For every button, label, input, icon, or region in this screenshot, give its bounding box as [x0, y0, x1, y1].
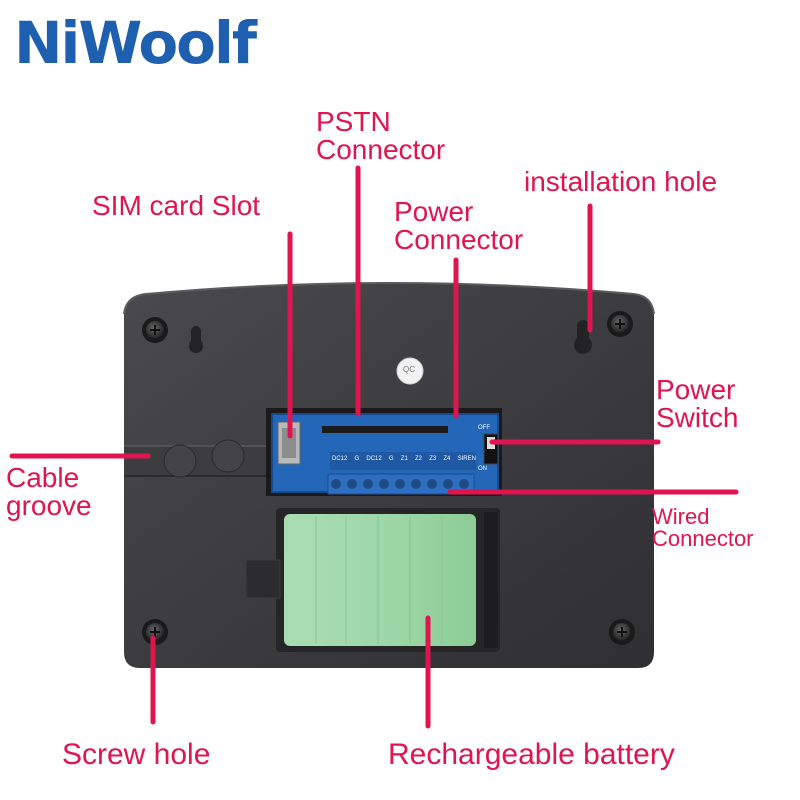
rechargeable-battery: [284, 514, 476, 646]
terminal-label: Z4: [443, 456, 451, 462]
brand-logo: NiWoolf: [14, 9, 257, 77]
label-wired-line1: Wired: [652, 504, 710, 529]
label-power-switch-line2: Switch: [656, 402, 739, 433]
label-pstn-line1: PSTN: [316, 106, 391, 137]
terminal-label: G: [388, 456, 394, 462]
label-pstn-connector: PSTN Connector: [316, 108, 445, 164]
label-power-switch: Power Switch: [656, 376, 738, 432]
cable-groove: [124, 439, 266, 478]
label-power-connector-line2: Connector: [394, 224, 524, 255]
installation-hole-left: [189, 326, 203, 353]
label-installation-hole: installation hole: [524, 166, 718, 197]
label-cable-groove: Cable groove: [6, 464, 92, 520]
screw-hole-top-left: [142, 317, 168, 343]
screw-hole-bottom-left: [142, 619, 168, 645]
label-rechargeable-battery: Rechargeable battery: [388, 738, 675, 771]
label-pstn-line2: Connector: [316, 134, 446, 165]
screw-hole-top-right: [607, 311, 633, 337]
pstn-header: [322, 426, 448, 433]
terminal-label: Z1: [400, 456, 408, 462]
screw-hole-bottom-right: [609, 619, 635, 645]
terminal-label: Z2: [414, 456, 422, 462]
qc-sticker-text: QC: [403, 365, 415, 374]
terminal-labels: DC12 G DC12 G Z1 Z2 Z3 Z4 SIREN: [332, 456, 476, 468]
installation-hole-right: [574, 320, 592, 354]
terminal-label: G: [354, 456, 360, 462]
switch-on-label: ON: [478, 466, 487, 472]
wired-connector-block: [327, 473, 475, 495]
label-power-connector: Power Connector: [394, 198, 523, 254]
label-screw-hole: Screw hole: [62, 738, 211, 771]
qc-sticker: [396, 357, 424, 385]
terminal-label: Z3: [429, 456, 437, 462]
label-cable-line1: Cable: [6, 462, 80, 493]
terminal-label: SIREN: [457, 456, 476, 462]
terminal-label: DC12: [366, 456, 382, 462]
label-power-connector-line1: Power: [394, 196, 474, 227]
label-power-switch-line1: Power: [656, 374, 736, 405]
label-cable-line2: groove: [6, 490, 92, 521]
label-sim-card-slot: SIM card Slot: [92, 190, 261, 221]
terminal-label: DC12: [332, 456, 348, 462]
power-switch: [483, 433, 499, 465]
label-wired-line2: Connector: [652, 526, 754, 552]
label-wired-connector: Wired Connector: [652, 504, 754, 552]
switch-off-label: OFF: [478, 425, 490, 431]
circuit-board: [266, 408, 502, 496]
